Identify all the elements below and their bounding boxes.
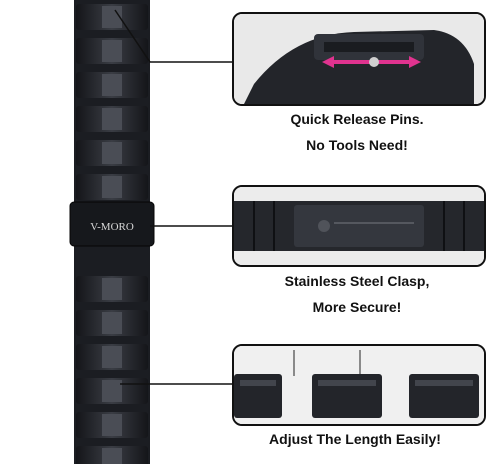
length-adjust-panel: [232, 344, 486, 426]
quick-release-caption: Quick Release Pins. No Tools Need!: [237, 106, 477, 158]
watch-strap-image: V-MORO: [62, 0, 162, 464]
caption-line: Adjust The Length Easily!: [269, 431, 441, 447]
caption-line: Quick Release Pins.: [290, 111, 424, 127]
quick-release-pin-panel: [232, 12, 486, 106]
strap-brand-logo: V-MORO: [90, 221, 134, 233]
caption-line: More Secure!: [312, 299, 402, 315]
caption-line: No Tools Need!: [306, 137, 408, 153]
stainless-clasp-caption: Stainless Steel Clasp, More Secure!: [237, 268, 477, 320]
steel-clasp-panel: [232, 185, 486, 267]
adjust-length-caption: Adjust The Length Easily!: [225, 426, 485, 452]
caption-line: Stainless Steel Clasp,: [284, 273, 430, 289]
